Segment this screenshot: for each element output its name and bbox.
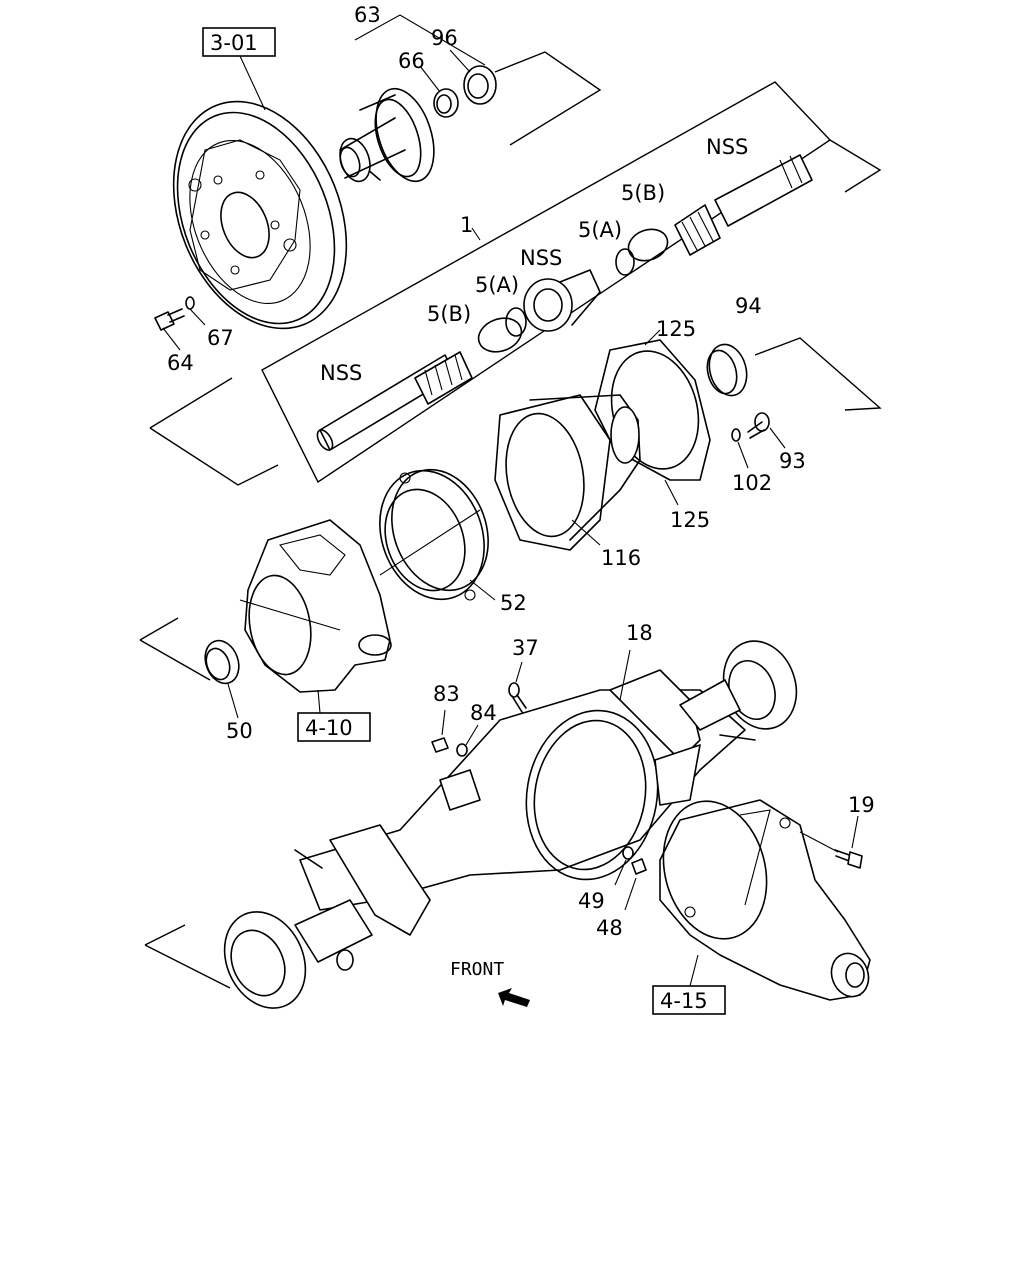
- front-label: FRONT: [450, 959, 504, 980]
- knuckle-4-10: [244, 519, 392, 693]
- label-93: 93: [779, 449, 806, 473]
- label-5b-1: 5(B): [427, 302, 471, 326]
- label-125-top: 125: [656, 317, 696, 341]
- axle-housing-18: [299, 669, 746, 936]
- retainer-52: [379, 468, 489, 601]
- label-3-01: 3-01: [210, 31, 258, 55]
- snap-ring-5a-2: [615, 248, 635, 276]
- washer-49: [622, 846, 634, 860]
- label-50: 50: [226, 719, 253, 743]
- label-66: 66: [398, 49, 425, 73]
- label-5a-2: 5(A): [578, 218, 622, 242]
- nut-83: [431, 737, 449, 753]
- label-5a-1: 5(A): [475, 273, 519, 297]
- label-19: 19: [848, 793, 875, 817]
- housing-116: [494, 394, 641, 551]
- label-102: 102: [732, 471, 772, 495]
- label-nss-3: NSS: [706, 135, 748, 159]
- washer-67: [185, 296, 195, 310]
- bearing-66: [433, 88, 459, 118]
- seal-50: [204, 639, 240, 685]
- label-48: 48: [596, 916, 623, 940]
- label-37: 37: [512, 636, 539, 660]
- label-52: 52: [500, 591, 527, 615]
- label-18: 18: [626, 621, 653, 645]
- label-4-15: 4-15: [660, 989, 708, 1013]
- snap-ring-5a-1: [505, 307, 527, 337]
- bearing-nss: [523, 269, 601, 332]
- ref-box-3-01: [202, 27, 276, 57]
- label-96: 96: [431, 26, 458, 50]
- brake-backing-plate: [172, 100, 348, 330]
- nut-48: [631, 858, 647, 875]
- label-1: 1: [460, 213, 473, 237]
- label-84: 84: [470, 701, 497, 725]
- bolt-19: [834, 849, 863, 869]
- left-housing-end: [223, 849, 373, 1009]
- label-nss-2: NSS: [520, 246, 562, 270]
- snap-ring-5b-1: [477, 317, 523, 353]
- ref-box-4-10: [297, 712, 371, 742]
- bolt-93: [747, 412, 770, 439]
- axle-shaft-outer: [674, 154, 813, 256]
- seal-94: [706, 343, 748, 397]
- breather-37: [508, 682, 527, 713]
- washer-84: [456, 743, 468, 757]
- differential-carrier-4-15: [659, 799, 871, 1001]
- hub-63: [339, 87, 435, 183]
- label-5b-2: 5(B): [621, 181, 665, 205]
- gasket-125: [594, 339, 711, 481]
- label-64: 64: [167, 351, 194, 375]
- snap-ring-5b-2: [627, 228, 669, 262]
- label-nss-1: NSS: [320, 361, 362, 385]
- ref-box-4-15: [652, 985, 726, 1015]
- label-67: 67: [207, 326, 234, 350]
- label-116: 116: [601, 546, 641, 570]
- washer-102: [731, 428, 741, 442]
- label-83: 83: [433, 682, 460, 706]
- label-49: 49: [578, 889, 605, 913]
- bolt-64: [154, 308, 185, 331]
- right-housing-end: [679, 640, 798, 741]
- label-94: 94: [735, 294, 762, 318]
- label-63: 63: [354, 3, 381, 27]
- label-4-10: 4-10: [305, 716, 353, 740]
- axle-shaft-inner: [316, 351, 473, 451]
- seal-96: [463, 65, 497, 105]
- label-125-bottom: 125: [670, 508, 710, 532]
- front-arrow-icon: [498, 988, 530, 1007]
